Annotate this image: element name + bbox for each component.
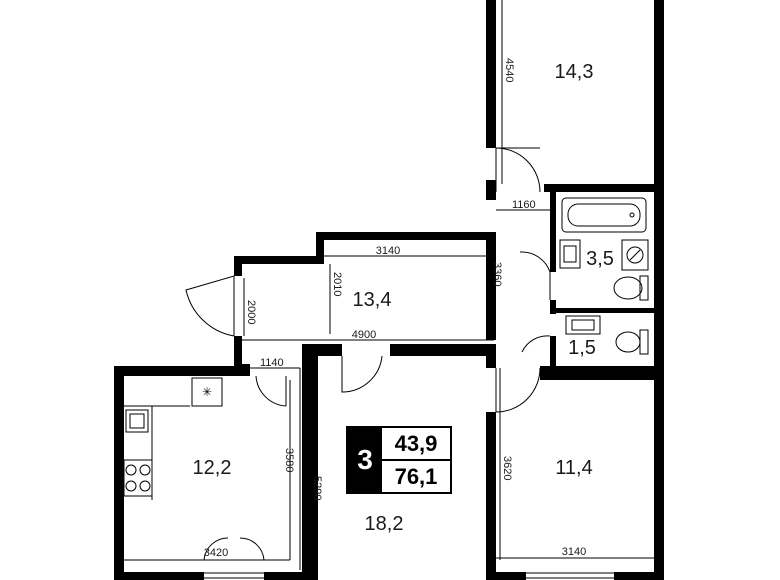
dim-hall-length: 4900 <box>352 329 376 341</box>
dim-corridor-width: 3140 <box>376 245 400 257</box>
dim-hall-height: 2000 <box>245 300 257 324</box>
dim-bath-height: 3360 <box>491 262 503 286</box>
dim-kitchen-height: 3580 <box>283 448 295 472</box>
fixtures: ✳ <box>123 197 649 500</box>
dim-kitchen-width: 3420 <box>204 547 228 559</box>
room-area-bedroom-bottom: 11,4 <box>555 457 592 479</box>
dim-kitchen-entry: 1140 <box>260 357 284 369</box>
room-area-hall: 13,4 <box>353 289 392 311</box>
room-area-kitchen: 12,2 <box>193 457 232 479</box>
dim-living-height: 5290 <box>311 476 323 500</box>
room-area-living: 18,2 <box>365 513 404 535</box>
total-area: 76,1 <box>394 463 438 489</box>
room-area-bathroom: 3,5 <box>586 248 614 270</box>
room-area-bedroom-top: 14,3 <box>555 61 594 83</box>
dim-bath-width: 1160 <box>512 199 536 211</box>
room-count: 3 <box>348 428 382 492</box>
windows <box>204 572 614 579</box>
dim-bottom-bedroom-height: 3620 <box>501 456 513 480</box>
dim-bottom-bedroom-width: 3140 <box>562 546 586 558</box>
living-area: 43,9 <box>382 428 450 461</box>
svg-text:✳: ✳ <box>202 385 212 399</box>
dim-corridor-depth: 2010 <box>331 272 343 296</box>
dim-top-bedroom-height: 4540 <box>503 58 515 82</box>
apartment-summary-badge: 3 43,9 76,1 <box>346 426 452 494</box>
dimension-lines <box>124 0 654 570</box>
room-area-toilet: 1,5 <box>568 337 596 359</box>
walls <box>114 0 664 580</box>
area-values: 43,9 76,1 <box>382 428 450 492</box>
